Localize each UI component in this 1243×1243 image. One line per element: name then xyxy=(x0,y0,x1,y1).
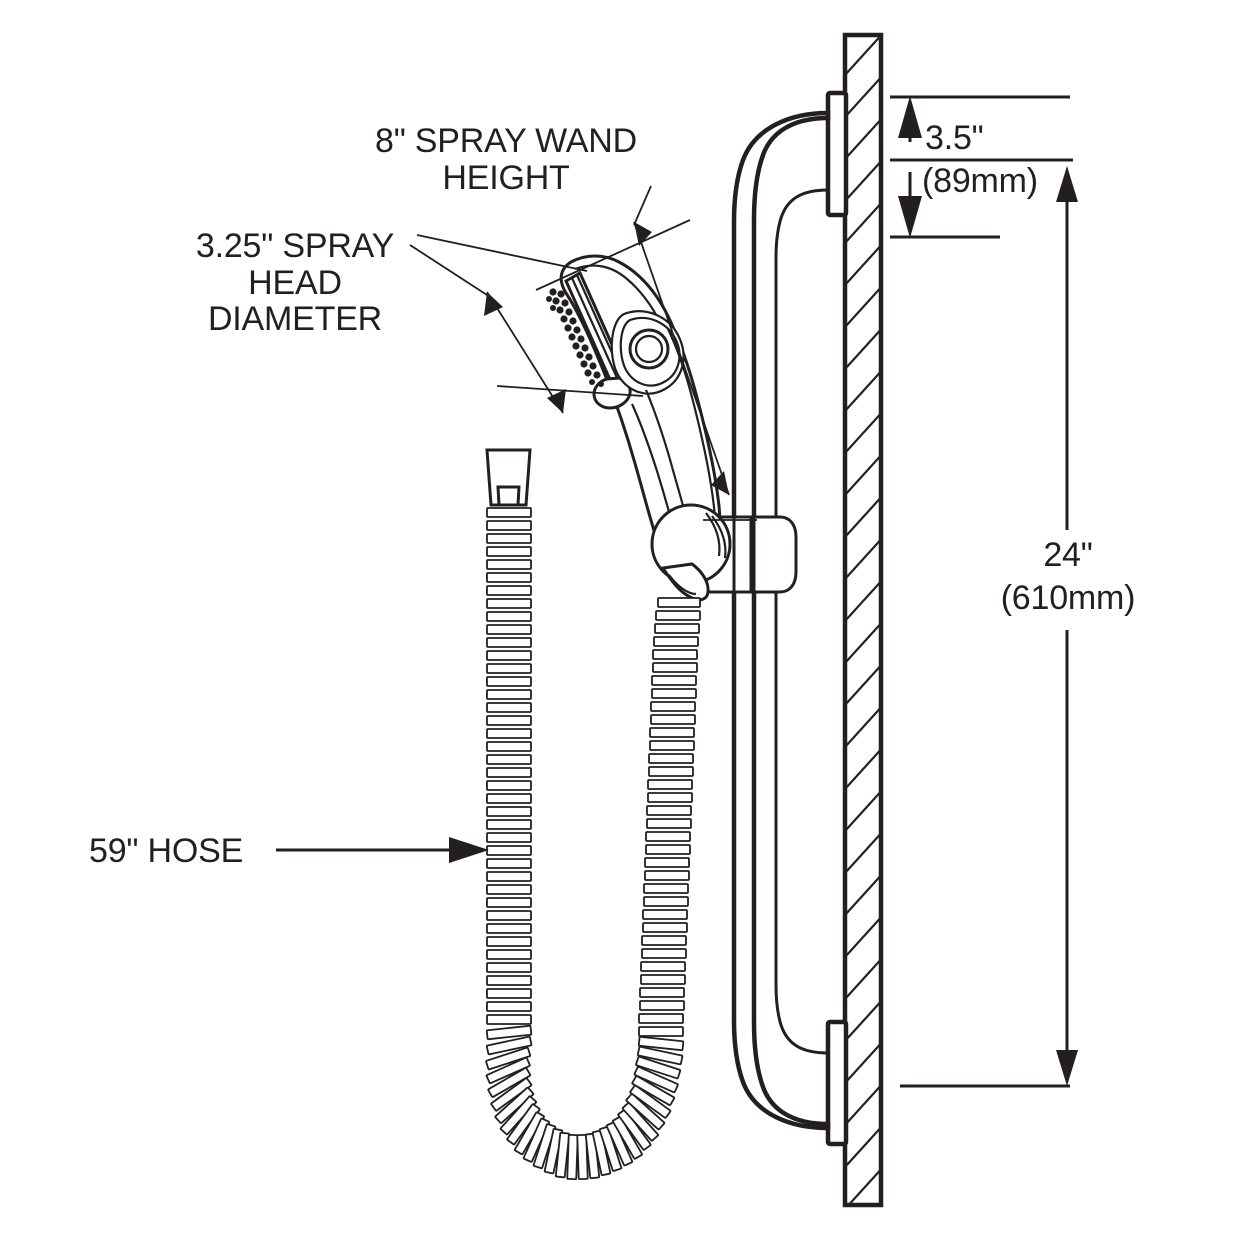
slide-bar xyxy=(731,110,831,1131)
dimension-bar-length xyxy=(900,166,1078,1088)
upper-wall-flange xyxy=(825,90,849,218)
label-spray-wand-height-line2: HEIGHT xyxy=(442,158,570,197)
label-bracket-offset-imperial: 3.5" xyxy=(925,119,984,157)
label-bracket-offset-metric: (89mm) xyxy=(922,162,1038,200)
leader-hose xyxy=(276,837,489,863)
label-bar-length-metric: (610mm) xyxy=(1000,579,1136,617)
hose-ribs xyxy=(485,507,701,1181)
dimension-spray-head-diameter xyxy=(409,234,644,414)
wall-hatching xyxy=(845,35,881,1205)
flexible-ribbed-hose xyxy=(485,448,701,1181)
label-spray-head-diameter-line2: HEAD xyxy=(248,263,342,302)
label-spray-head-diameter-line1: 3.25" SPRAY xyxy=(195,227,395,265)
hose-end-connector xyxy=(485,448,532,507)
label-bar-length-imperial: 24" xyxy=(1043,536,1093,574)
label-spray-head-diameter-line3: DIAMETER xyxy=(207,300,383,339)
dimension-spray-wand-height xyxy=(535,185,757,521)
wall-section xyxy=(842,32,884,1208)
lower-wall-flange xyxy=(825,1019,849,1147)
dimension-bracket-offset xyxy=(890,95,1073,239)
nozzle-face xyxy=(546,288,604,387)
label-hose-length: 59" HOSE xyxy=(89,832,244,870)
handheld-spray-wand xyxy=(546,254,732,602)
label-spray-wand-height-line1: 8" SPRAY WAND xyxy=(374,122,637,160)
